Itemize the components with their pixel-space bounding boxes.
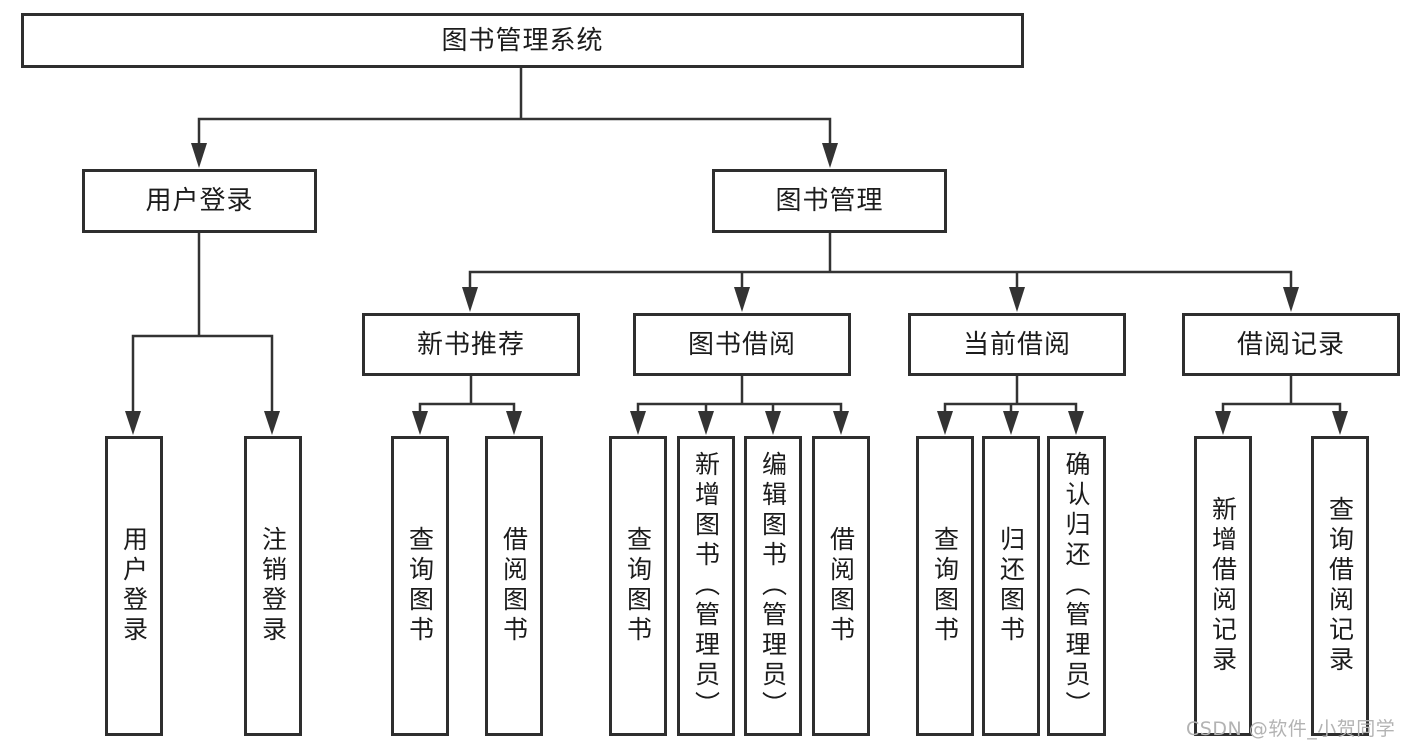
node-book-borrow-label: 图书借阅 <box>687 329 796 360</box>
node-cb-return: 归还图书 <box>982 436 1040 736</box>
arrow-new-book-rec <box>462 287 478 312</box>
node-bb-borrow: 借阅图书 <box>812 436 870 736</box>
arrow-borrow-records <box>1283 287 1299 312</box>
node-root: 图书管理系统 <box>21 13 1024 68</box>
arrow-cb-return <box>1003 411 1019 435</box>
edge-newbookrec-branch <box>418 374 516 416</box>
arrow-nb-query <box>412 411 428 435</box>
arrow-bb-edit <box>765 411 781 435</box>
node-cb-query: 查询图书 <box>916 436 974 736</box>
arrow-bb-borrow <box>833 411 849 435</box>
node-br-add-label: 新增借阅记录 <box>1208 496 1238 676</box>
node-user-login: 用户登录 <box>82 169 317 233</box>
node-current-borrow: 当前借阅 <box>908 313 1126 376</box>
node-book-borrow: 图书借阅 <box>633 313 851 376</box>
arrow-br-query <box>1332 411 1348 435</box>
node-new-book-rec-label: 新书推荐 <box>416 329 525 360</box>
edge-bookborrow-branch <box>636 374 843 416</box>
arrow-bb-query <box>630 411 646 435</box>
arrow-leaf-logout <box>264 411 280 435</box>
node-bb-add: 新增图书（管理员） <box>677 436 735 736</box>
node-br-query: 查询借阅记录 <box>1311 436 1369 736</box>
arrow-current-borrow <box>1009 287 1025 312</box>
arrow-book-borrow <box>734 287 750 312</box>
node-bb-query: 查询图书 <box>609 436 667 736</box>
node-user-login-label: 用户登录 <box>145 186 254 216</box>
edge-root-trunk <box>197 66 832 148</box>
node-current-borrow-label: 当前借阅 <box>962 329 1071 360</box>
arrow-nb-borrow <box>506 411 522 435</box>
node-nb-query: 查询图书 <box>391 436 449 736</box>
arrow-book-mgmt <box>822 143 838 168</box>
node-bb-query-label: 查询图书 <box>623 526 653 646</box>
edge-currentborrow-branch <box>943 374 1078 416</box>
node-cb-confirm-label: 确认归还（管理员） <box>1062 451 1091 721</box>
node-borrow-records-label: 借阅记录 <box>1236 329 1345 360</box>
node-cb-return-label: 归还图书 <box>996 526 1026 646</box>
node-bb-edit: 编辑图书（管理员） <box>744 436 802 736</box>
node-root-label: 图书管理系统 <box>441 25 604 56</box>
node-br-query-label: 查询借阅记录 <box>1325 496 1355 676</box>
node-leaf-user-login-label: 用户登录 <box>119 526 149 646</box>
node-nb-borrow-label: 借阅图书 <box>499 526 529 646</box>
node-leaf-logout: 注销登录 <box>244 436 302 736</box>
edge-userlogin-branch <box>131 231 274 416</box>
node-leaf-user-login: 用户登录 <box>105 436 163 736</box>
node-nb-query-label: 查询图书 <box>405 526 435 646</box>
node-borrow-records: 借阅记录 <box>1182 313 1400 376</box>
arrow-bb-add <box>698 411 714 435</box>
arrow-leaf-user-login <box>125 411 141 435</box>
node-nb-borrow: 借阅图书 <box>485 436 543 736</box>
node-cb-query-label: 查询图书 <box>930 526 960 646</box>
arrowheads <box>125 143 1348 435</box>
node-cb-confirm: 确认归还（管理员） <box>1047 436 1106 736</box>
watermark-text: CSDN @软件_小贺同学 <box>1186 718 1396 740</box>
arrow-br-add <box>1215 411 1231 435</box>
arrow-user-login <box>191 143 207 168</box>
node-new-book-rec: 新书推荐 <box>362 313 580 376</box>
edge-bookmgmt-branch <box>468 231 1293 292</box>
node-bb-borrow-label: 借阅图书 <box>826 526 856 646</box>
arrow-cb-confirm <box>1068 411 1084 435</box>
node-book-mgmt-label: 图书管理 <box>775 186 884 216</box>
node-book-mgmt: 图书管理 <box>712 169 947 233</box>
node-leaf-logout-label: 注销登录 <box>258 526 288 646</box>
node-br-add: 新增借阅记录 <box>1194 436 1252 736</box>
arrow-cb-query <box>937 411 953 435</box>
node-bb-edit-label: 编辑图书（管理员） <box>758 451 788 721</box>
edge-borrowrecords-branch <box>1221 374 1342 416</box>
node-bb-add-label: 新增图书（管理员） <box>691 451 721 721</box>
